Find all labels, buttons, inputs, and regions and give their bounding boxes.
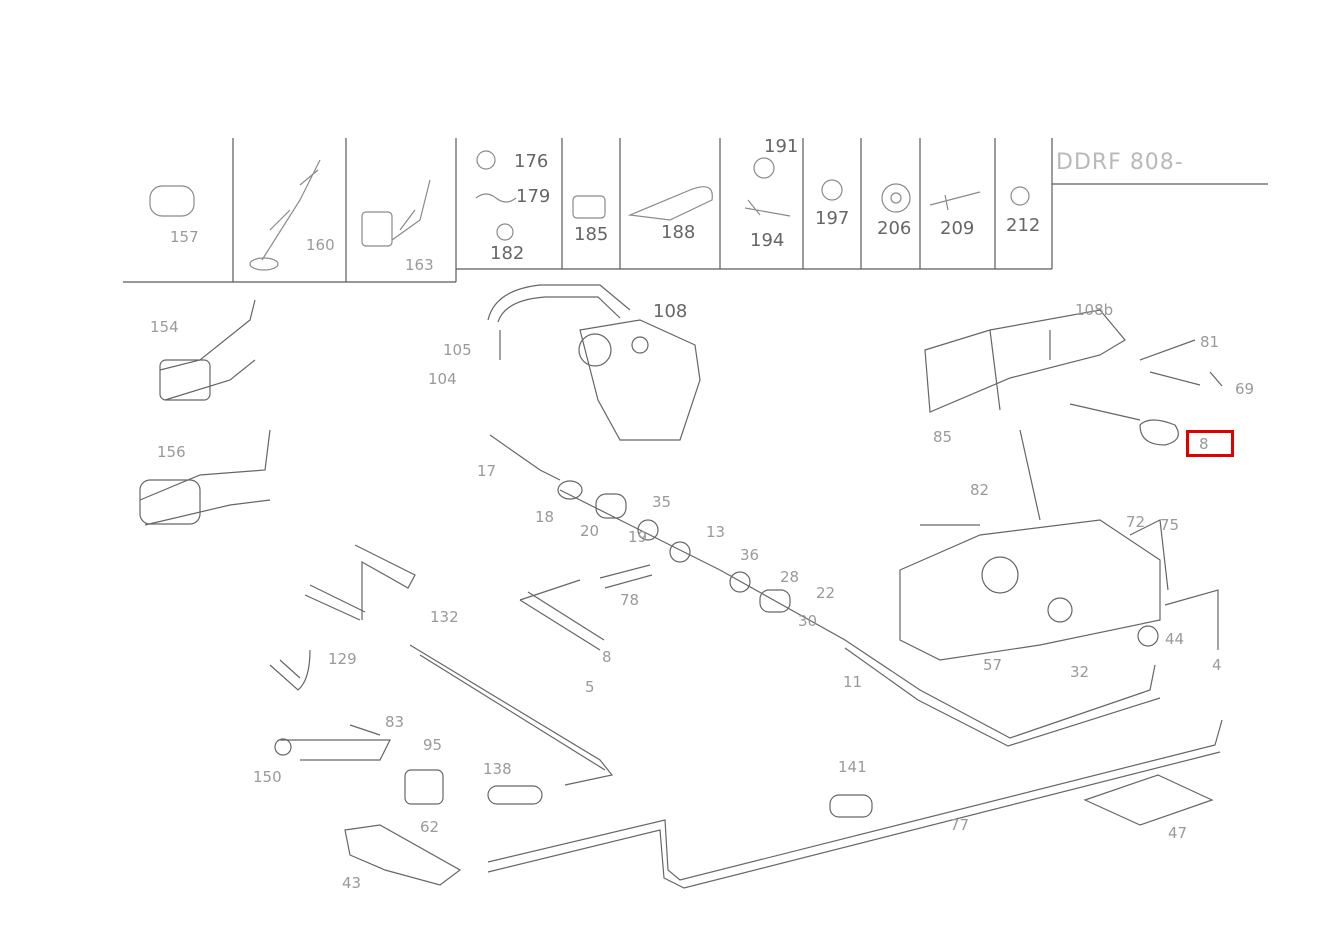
legend-label-191: 191 [764, 136, 799, 157]
callout-83: 83 [385, 713, 405, 731]
callout-57: 57 [983, 656, 1003, 674]
callout-18: 18 [535, 508, 555, 526]
highlighted-callout-label: 8 [1199, 435, 1209, 453]
legend-label-206: 206 [877, 218, 912, 239]
callout-154: 154 [150, 318, 179, 336]
legend-label-163: 163 [405, 256, 434, 274]
highlighted-callout-box[interactable]: 8 [1186, 430, 1234, 457]
callout-108b: 108b [1075, 301, 1114, 319]
legend-part-sketches [149, 150, 1030, 271]
callout-77: 77 [950, 816, 970, 834]
callout-30: 30 [798, 612, 818, 630]
callout-138: 138 [483, 760, 512, 778]
legend-label-185: 185 [574, 224, 609, 245]
legend-label-176: 176 [514, 151, 549, 172]
callout-75: 75 [1160, 516, 1180, 534]
callout-36: 36 [740, 546, 760, 564]
callout-78: 78 [620, 591, 640, 609]
callout-4: 4 [1212, 656, 1222, 674]
callout-47: 47 [1168, 824, 1188, 842]
callout-69: 69 [1235, 380, 1255, 398]
callout-104: 104 [428, 370, 457, 388]
header-code: DDRF 808- [1056, 150, 1184, 175]
legend-table [123, 138, 1268, 283]
callout-22: 22 [816, 584, 836, 602]
callout-132: 132 [430, 608, 459, 626]
callout-108: 108 [653, 301, 688, 322]
legend-label-209: 209 [940, 218, 975, 239]
legend-label-179: 179 [516, 186, 551, 207]
callout-81: 81 [1200, 333, 1220, 351]
legend-label-160: 160 [306, 236, 335, 254]
legend-label-194: 194 [750, 230, 785, 251]
callout-105: 105 [443, 341, 472, 359]
callout-11: 11 [843, 673, 863, 691]
legend-label-197: 197 [815, 208, 850, 229]
legend-label-157: 157 [170, 228, 199, 246]
callout-150: 150 [253, 768, 282, 786]
callout-32: 32 [1070, 663, 1090, 681]
legend-label-182: 182 [490, 243, 525, 264]
callout-95: 95 [423, 736, 443, 754]
callout-62: 62 [420, 818, 440, 836]
callout-82: 82 [970, 481, 990, 499]
callout-156: 156 [157, 443, 186, 461]
assembly-sketches [139, 284, 1223, 889]
callout-43: 43 [342, 874, 362, 892]
callout-19: 19 [628, 528, 648, 546]
legend-label-212: 212 [1006, 215, 1041, 236]
callout-5: 5 [585, 678, 595, 696]
callout-44: 44 [1165, 630, 1185, 648]
callout-129: 129 [328, 650, 357, 668]
callout-72: 72 [1126, 513, 1146, 531]
legend-label-188: 188 [661, 222, 696, 243]
callout-17: 17 [477, 462, 497, 480]
callout-8: 8 [602, 648, 612, 666]
callout-35: 35 [652, 493, 672, 511]
callout-141: 141 [838, 758, 867, 776]
callout-85: 85 [933, 428, 953, 446]
callout-28: 28 [780, 568, 800, 586]
callout-13: 13 [706, 523, 726, 541]
callout-20: 20 [580, 522, 600, 540]
